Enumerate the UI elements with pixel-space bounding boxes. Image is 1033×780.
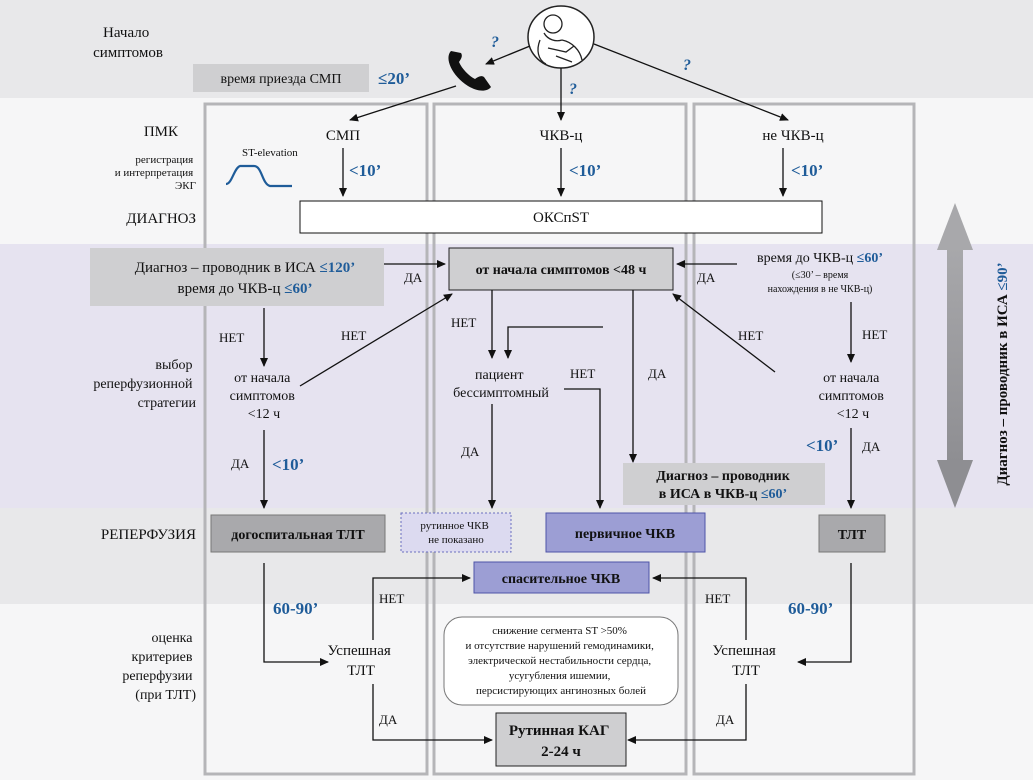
label-criteria: оценка критериев реперфузии (при ТЛТ) — [122, 631, 196, 703]
label-reperfusion: РЕПЕРФУЗИЯ — [101, 527, 196, 543]
smp-arrival-panel — [193, 64, 369, 92]
yes-left-top: ДА — [404, 270, 423, 285]
arrow-right-no-to-rescue — [652, 574, 747, 640]
primary-pci-box — [545, 512, 706, 553]
success-tlt-left: Успешная ТЛТ — [327, 643, 394, 679]
yes-left-bottom: ДА — [231, 456, 250, 471]
arrow-decision-no-elbow — [504, 326, 603, 359]
no-middle-2: НЕТ — [570, 366, 595, 381]
column-non-pci-center: не ЧКВ-ц — [762, 128, 823, 144]
yes-middle: ДА — [461, 444, 480, 459]
arrow-phone-to-smp — [349, 85, 457, 122]
time-ten-smp: <10’ — [349, 161, 381, 180]
time-ten-left-bottom: <10’ — [272, 455, 304, 474]
decision-box-48h — [448, 247, 674, 291]
arrow-tlt-to-success — [797, 563, 852, 666]
arrow-asymptomatic-no — [564, 388, 604, 509]
yes-middle-right: ДА — [648, 366, 667, 381]
yes-right-bottom: ДА — [862, 439, 881, 454]
no-right-1: НЕТ — [862, 327, 887, 342]
asymptomatic-label: пациент бессимптомный — [453, 368, 549, 401]
routine-kag-label: Рутинная КАГ 2-24 ч — [509, 723, 613, 760]
band-symptoms — [0, 0, 1033, 98]
st-elevation-label: ST-elevation — [242, 147, 298, 159]
arrow-right-no-to-decision — [672, 293, 776, 373]
right-note-line-1: время до ЧКВ-ц ≤60’ — [757, 251, 883, 266]
arrow-left-no-to-decision — [299, 293, 453, 387]
column-smp: СМП — [326, 128, 360, 144]
phone-icon — [448, 51, 491, 91]
routine-kag-box — [495, 712, 627, 767]
tlt-label: ТЛТ — [838, 528, 867, 543]
right-symptoms-12h: от начала симптомов <12 ч — [819, 371, 888, 422]
pci-diagnosis-panel — [623, 463, 825, 505]
column-frame-right — [692, 102, 916, 776]
column-frame-left — [203, 102, 429, 776]
left-panel-line-2: время до ЧКВ-ц ≤60’ — [177, 281, 312, 297]
arrow-patient-to-nonpci — [593, 43, 789, 121]
time-ten-right-bottom: <10’ — [806, 436, 838, 455]
diagnosis-box — [299, 200, 823, 234]
right-note-line-2: (≤30’ – время — [792, 270, 849, 281]
question-mark-1: ? — [491, 34, 499, 51]
vertical-label: Диагноз – проводник в ИСА ≤90’ — [995, 262, 1011, 485]
time-60-90-right: 60-90’ — [788, 599, 833, 618]
double-arrow-90min — [937, 203, 973, 508]
arrow-prehospital-to-success — [263, 563, 329, 666]
column-frame-middle — [432, 102, 688, 776]
rescue-pci-box — [473, 561, 650, 594]
smp-arrival-time: ≤20’ — [378, 69, 410, 88]
yes-left-kag: ДА — [379, 712, 398, 727]
label-strategy: выбор реперфузионной стратегии — [93, 358, 196, 411]
no-left-1: НЕТ — [219, 330, 244, 345]
left-symptoms-12h: от начала симптомов <12 ч — [230, 371, 299, 422]
arrow-patient-to-phone — [485, 45, 531, 65]
decision-box-48h-label: от начала симптомов <48 ч — [476, 263, 647, 278]
arrow-right-yes-to-kag — [627, 684, 747, 744]
question-mark-3: ? — [683, 57, 691, 74]
arrow-left-yes-to-kag — [372, 684, 493, 744]
primary-pci-label: первичное ЧКВ — [575, 527, 675, 542]
no-left-bottom: НЕТ — [379, 591, 404, 606]
arrow-left-no-to-rescue — [372, 574, 471, 640]
time-ten-nonpci: <10’ — [791, 161, 823, 180]
routine-pci-box — [400, 512, 512, 553]
criteria-box — [443, 616, 679, 706]
no-left-2: НЕТ — [341, 328, 366, 343]
yes-right-kag: ДА — [716, 712, 735, 727]
label-ecg: регистрация и интерпретация ЭКГ — [115, 154, 196, 192]
pci-panel-line-1: Диагноз – проводник — [656, 469, 791, 484]
left-panel-line-1: Диагноз – проводник в ИСА ≤120’ — [135, 260, 356, 276]
success-tlt-right: Успешная ТЛТ — [712, 643, 779, 679]
yes-right-top: ДА — [697, 270, 716, 285]
rescue-pci-label: спасительное ЧКВ — [502, 572, 620, 587]
criteria-text: снижение сегмента ST >50% и отсутствие н… — [465, 625, 656, 697]
prehospital-tlt-box — [210, 514, 386, 553]
no-right-bottom: НЕТ — [705, 591, 730, 606]
tlt-box — [818, 514, 886, 553]
diagnosis-box-label: ОКСпST — [533, 210, 589, 226]
patient-icon — [527, 5, 595, 69]
pci-panel-line-2: в ИСА в ЧКВ-ц ≤60’ — [659, 487, 787, 502]
prehospital-tlt-label: догоспитальная ТЛТ — [231, 528, 365, 543]
ecg-waveform-icon — [225, 164, 292, 188]
no-right-2: НЕТ — [738, 328, 763, 343]
question-mark-2: ? — [569, 81, 577, 98]
label-symptom-onset: Начало симптомов — [93, 25, 163, 61]
time-ten-pci: <10’ — [569, 161, 601, 180]
smp-arrival-label: время приезда СМП — [220, 72, 341, 87]
left-time-panel — [90, 248, 384, 306]
no-middle-1: НЕТ — [451, 315, 476, 330]
right-note-line-3: нахождения в не ЧКВ-ц) — [768, 284, 873, 295]
label-pmk: ПМК — [144, 124, 179, 140]
time-60-90-left: 60-90’ — [273, 599, 318, 618]
routine-pci-label: рутинное ЧКВ не показано — [420, 520, 491, 546]
column-pci-center: ЧКВ-ц — [540, 128, 583, 144]
label-diagnosis: ДИАГНОЗ — [126, 211, 196, 227]
